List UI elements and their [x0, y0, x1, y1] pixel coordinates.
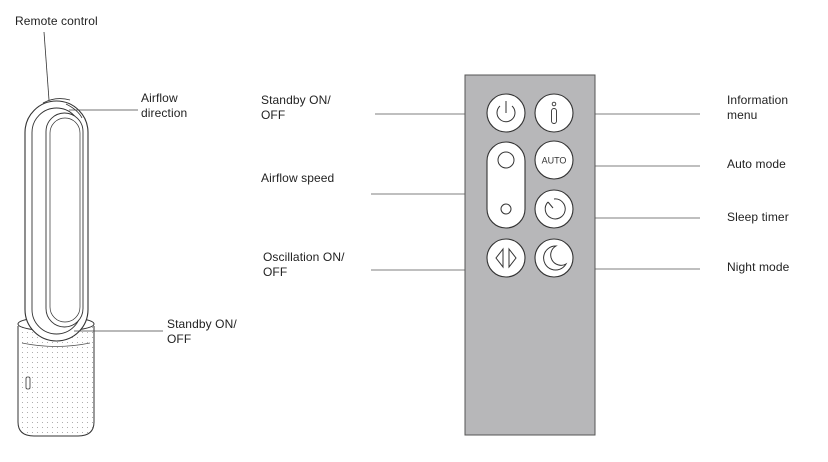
speed-icon: [497, 151, 515, 215]
fan-illustration: [17, 31, 163, 437]
auto-mode-label: Auto mode: [727, 157, 786, 171]
airflow-direction-label: Airflow direction: [141, 91, 187, 121]
information-menu-label: Information menu: [727, 93, 788, 123]
auto-icon: AUTO: [542, 156, 567, 166]
airflow-direction-label-line1: Airflow: [141, 91, 178, 105]
sleep-timer-button: [534, 189, 574, 229]
remote-body: [464, 74, 596, 436]
oscillation-label-line1: Oscillation ON/: [263, 250, 345, 264]
airflow-speed-label: Airflow speed: [261, 171, 335, 185]
fan-standby-label-line1: Standby ON/: [167, 317, 237, 331]
remote-control-leader-line: [43, 31, 50, 101]
power-icon: [496, 101, 516, 123]
oscillation-label: Oscillation ON/ OFF: [263, 250, 345, 280]
remote-standby-label-line1: Standby ON/: [261, 93, 331, 107]
timer-icon: [544, 198, 566, 220]
airflow-direction-label-line2: direction: [141, 106, 188, 120]
info-icon: [551, 101, 557, 124]
information-button: [534, 93, 574, 133]
sleep-timer-label: Sleep timer: [727, 210, 789, 224]
fan-standby-label-line2: OFF: [167, 332, 192, 346]
oscillation-icon: [495, 247, 517, 269]
power-button: [486, 93, 526, 133]
remote-control-label: Remote control: [15, 14, 98, 28]
information-menu-label-line2: menu: [727, 108, 758, 122]
oscillation-label-line2: OFF: [263, 265, 288, 279]
night-mode-label: Night mode: [727, 260, 790, 274]
remote-control: AUTO: [371, 74, 700, 436]
airflow-speed-button: [486, 141, 526, 229]
night-mode-button: [534, 238, 574, 278]
oscillation-button: [486, 238, 526, 278]
information-menu-label-line1: Information: [727, 93, 789, 107]
auto-mode-button: AUTO: [534, 140, 574, 180]
filter-release-button: [25, 376, 31, 390]
remote-standby-label: Standby ON/ OFF: [261, 93, 331, 123]
fan-standby-label: Standby ON/ OFF: [167, 317, 237, 347]
remote-standby-label-line2: OFF: [261, 108, 286, 122]
fan-loop: [24, 98, 89, 342]
moon-icon: [543, 245, 568, 271]
